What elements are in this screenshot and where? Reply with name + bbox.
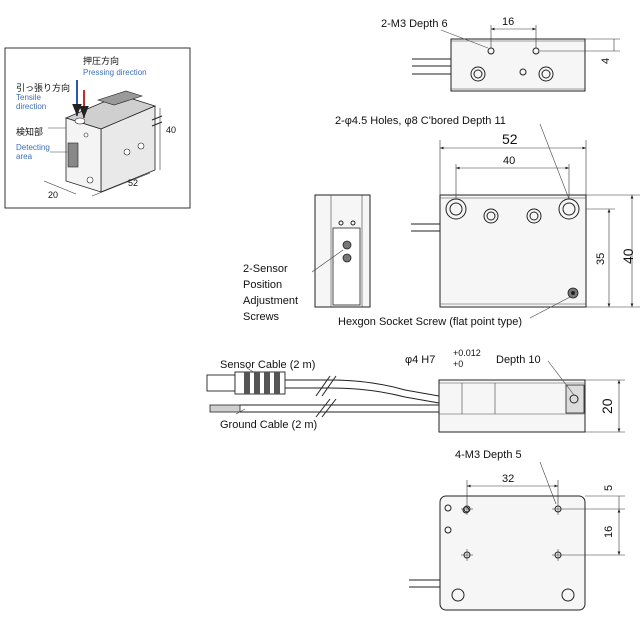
top-view: 2-M3 Depth 6 16 4 — [381, 16, 620, 92]
sensor-screws-line-2: Position — [243, 279, 282, 291]
sensor-cable — [284, 379, 440, 397]
detecting-area-en-1: Detecting — [16, 143, 50, 152]
top-dim-4: 4 — [600, 58, 612, 64]
top-view-body — [450, 38, 586, 92]
counterbored-hole — [445, 198, 467, 220]
pin-hole-depth: Depth 10 — [496, 354, 541, 366]
tensile-direction-en-2: direction — [16, 102, 46, 111]
side-view: 2-Sensor Position Adjustment Screws — [243, 194, 371, 323]
front-view: 2-φ4.5 Holes, φ8 C'bored Depth 11 52 40 … — [335, 115, 640, 328]
isometric-device — [64, 80, 163, 193]
pin-hole — [565, 384, 585, 414]
detecting-area-en-2: area — [16, 152, 33, 161]
cable-view-body — [438, 379, 586, 433]
inset-dim-52: 52 — [128, 178, 138, 188]
sensor-screws-line-4: Screws — [243, 311, 280, 323]
sensor-screws-line-1: 2-Sensor — [243, 263, 288, 275]
front-dim-40: 40 — [503, 155, 515, 167]
cable-view-dim-20: 20 — [599, 398, 615, 414]
bottom-dim-16: 16 — [603, 526, 615, 538]
pressing-direction-en: Pressing direction — [83, 68, 147, 77]
inset-dim-20: 20 — [48, 190, 58, 200]
top-dim-16: 16 — [502, 16, 514, 28]
sensor-cable-label: Sensor Cable (2 m) — [220, 359, 315, 371]
detecting-area-jp: 検知部 — [16, 126, 43, 137]
bottom-view-body — [439, 495, 586, 611]
bottom-dim-5: 5 — [603, 485, 615, 491]
front-dim-40-vertical: 40 — [620, 248, 636, 264]
tensile-direction-jp: 引っ張り方向 — [16, 82, 70, 93]
pin-tolerance-upper: +0.012 — [453, 348, 481, 358]
adjustment-screw — [342, 240, 352, 250]
hex-screw-label: Hexgon Socket Screw (flat point type) — [338, 316, 522, 328]
bottom-dim-32: 32 — [502, 473, 514, 485]
pressing-direction-jp: 押圧方向 — [83, 55, 119, 66]
pin-tolerance-lower: +0 — [453, 359, 463, 369]
front-dim-35: 35 — [595, 253, 607, 265]
sensor-screws-line-3: Adjustment — [243, 295, 298, 307]
adjustment-screw — [342, 253, 352, 263]
isometric-inset: 押圧方向 Pressing direction 引っ張り方向 Tensile d… — [4, 47, 191, 209]
cable-view: Sensor Cable (2 m) Ground Cable (2 m) φ4… — [206, 348, 625, 433]
tensile-direction-en-1: Tensile — [16, 93, 41, 102]
inset-dim-40: 40 — [166, 125, 176, 135]
bottom-tap-label: 4-M3 Depth 5 — [455, 449, 522, 461]
bottom-view: 4-M3 Depth 5 32 5 16 — [409, 449, 625, 611]
front-holes-label: 2-φ4.5 Holes, φ8 C'bored Depth 11 — [335, 115, 506, 127]
top-tap-label: 2-M3 Depth 6 — [381, 18, 448, 30]
m3-tap-hole-pattern — [461, 503, 564, 561]
cable-connector — [206, 371, 286, 395]
ground-cable-label: Ground Cable (2 m) — [220, 419, 317, 431]
pin-hole-spec: φ4 H7 — [405, 354, 435, 366]
front-dim-52: 52 — [502, 131, 518, 147]
